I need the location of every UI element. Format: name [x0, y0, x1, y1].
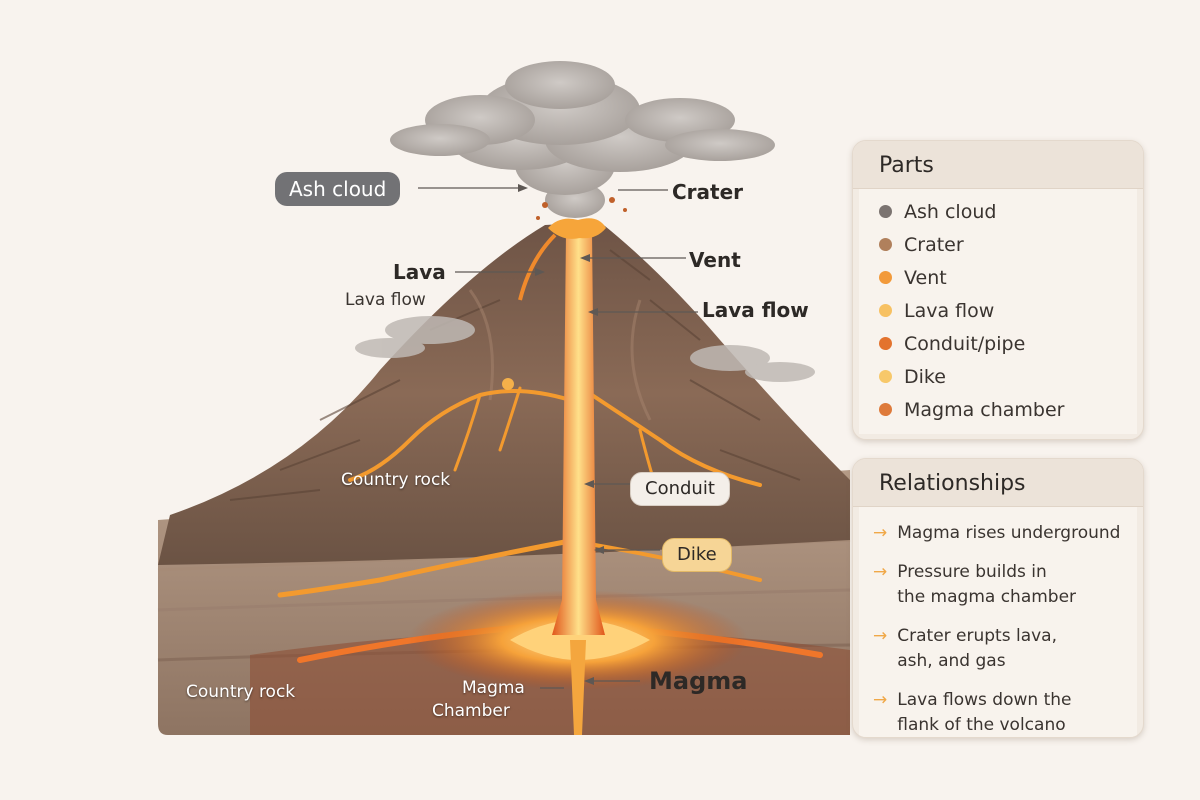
list-item: Magma chamber	[859, 393, 1137, 426]
relationships-panel-title: Relationships	[853, 459, 1143, 507]
lava-flow-left-label: Lava flow	[345, 290, 426, 310]
legend-dot-icon	[879, 403, 892, 416]
part-label: Crater	[904, 233, 964, 256]
legend-dot-icon	[879, 205, 892, 218]
arrow-right-icon: →	[873, 626, 888, 646]
part-label: Conduit/pipe	[904, 332, 1026, 355]
relationships-panel: Relationships → Magma rises underground …	[852, 458, 1144, 738]
vein-node	[502, 378, 514, 390]
ash-cloud-plume	[390, 61, 775, 218]
rock-highlight	[468, 289, 652, 421]
legend-dot-icon	[879, 337, 892, 350]
leader-arrowheads	[518, 184, 604, 685]
part-label: Lava flow	[904, 299, 995, 322]
relationships-list: → Magma rises underground → Pressure bui…	[859, 507, 1137, 737]
parts-panel: Parts Ash cloud Crater Vent Lava flow Co…	[852, 140, 1144, 440]
vent-label: Vent	[689, 248, 741, 272]
list-item: → Magma rises underground	[859, 513, 1137, 552]
list-item: Crater	[859, 228, 1137, 261]
crater-label: Crater	[672, 180, 744, 204]
parts-panel-title: Parts	[853, 141, 1143, 189]
relationship-text: Magma rises underground	[897, 523, 1121, 543]
list-item: → Crater erupts lava, ash, and gas	[859, 616, 1137, 680]
magma-chamber-label-line1: Magma	[462, 678, 525, 698]
lava-label: Lava	[393, 260, 446, 284]
part-label: Dike	[904, 365, 946, 388]
list-item: Ash cloud	[859, 195, 1137, 228]
legend-dot-icon	[879, 271, 892, 284]
list-item: → Lava flows down the flank of the volca…	[859, 680, 1137, 737]
legend-dot-icon	[879, 238, 892, 251]
crater-lava	[548, 218, 606, 239]
list-item: Lava flow	[859, 294, 1137, 327]
part-label: Vent	[904, 266, 947, 289]
list-item: → Pressure builds in the magma chamber	[859, 552, 1137, 616]
part-label: Ash cloud	[904, 200, 997, 223]
ejecta	[536, 197, 627, 220]
relationship-text: Pressure builds in the magma chamber	[897, 562, 1077, 607]
list-item: Dike	[859, 360, 1137, 393]
list-item: Conduit/pipe	[859, 327, 1137, 360]
ground-strata-2	[157, 588, 851, 612]
legend-dot-icon	[879, 370, 892, 383]
legend-dot-icon	[879, 304, 892, 317]
rock-texture	[229, 249, 801, 501]
magma-label: Magma	[649, 667, 748, 695]
conduit-label: Conduit	[630, 472, 730, 506]
lava-flow-right-label: Lava flow	[702, 298, 809, 322]
conduit-root	[570, 640, 586, 735]
country-rock-lower-label: Country rock	[186, 682, 296, 702]
part-label: Magma chamber	[904, 398, 1065, 421]
magma-chamber-label-line2: Chamber	[432, 701, 510, 721]
volcano-cone	[158, 222, 850, 565]
country-rock-upper-label: Country rock	[341, 470, 451, 490]
leader-lines	[418, 187, 698, 689]
ash-cloud-label: Ash cloud	[275, 172, 401, 206]
arrow-right-icon: →	[873, 562, 888, 582]
side-smoke	[355, 316, 815, 382]
parts-list: Ash cloud Crater Vent Lava flow Conduit/…	[859, 189, 1137, 434]
list-item: Vent	[859, 261, 1137, 294]
relationship-text: Crater erupts lava, ash, and gas	[897, 626, 1058, 671]
arrow-right-icon: →	[873, 690, 888, 710]
relationship-text: Lava flows down the flank of the volcano	[897, 690, 1072, 735]
dike-label: Dike	[662, 538, 732, 572]
lava-flow-left	[518, 233, 557, 301]
conduit	[552, 232, 605, 635]
arrow-right-icon: →	[873, 523, 888, 543]
